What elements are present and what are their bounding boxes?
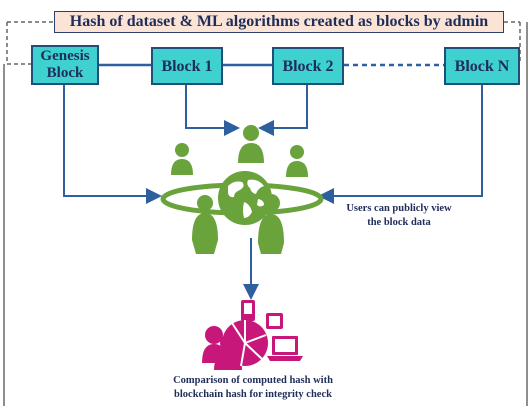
block-2: Block 2 bbox=[272, 47, 344, 85]
genesis-block: Genesis Block bbox=[31, 45, 99, 85]
users-caption-line2: the block data bbox=[367, 217, 431, 228]
genesis-block-label-line2: Block bbox=[46, 65, 84, 81]
diagram-title-text: Hash of dataset & ML algorithms created … bbox=[69, 13, 489, 30]
genesis-block-label-line1: Genesis bbox=[40, 48, 90, 64]
block-n-label: Block N bbox=[454, 57, 510, 75]
block-1-label: Block 1 bbox=[161, 57, 213, 75]
comparison-caption-line2: blockchain hash for integrity check bbox=[174, 389, 332, 400]
block-1: Block 1 bbox=[151, 47, 223, 85]
users-caption-line1: Users can publicly view bbox=[346, 203, 452, 214]
arrow-genesis-to-users bbox=[63, 85, 162, 204]
block-2-label: Block 2 bbox=[282, 57, 334, 75]
arrow-block2-to-users bbox=[258, 85, 308, 136]
arrow-blockn-to-users bbox=[318, 85, 483, 204]
arrow-block1-to-users bbox=[185, 85, 240, 136]
diagram-title: Hash of dataset & ML algorithms created … bbox=[54, 11, 504, 33]
comparison-caption-line1: Comparison of computed hash with bbox=[173, 375, 333, 386]
block-n: Block N bbox=[444, 47, 520, 85]
comparison-caption: Comparison of computed hash with blockch… bbox=[150, 374, 356, 402]
users-caption: Users can publicly view the block data bbox=[338, 202, 460, 230]
